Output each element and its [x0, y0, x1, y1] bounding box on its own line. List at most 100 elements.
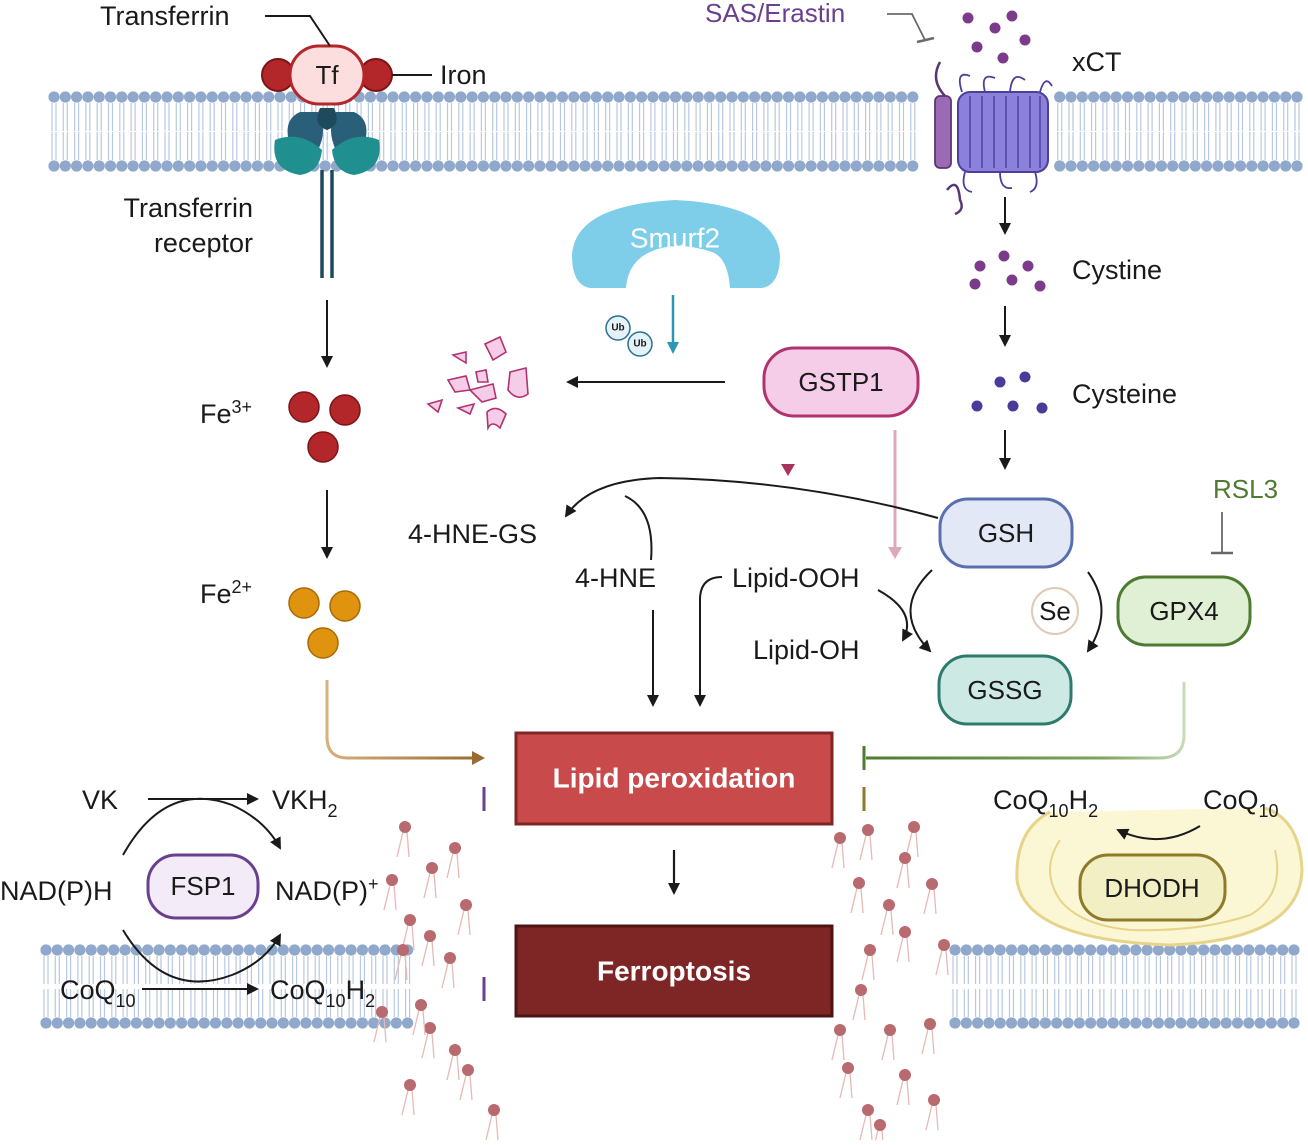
oxidized-lipid-head	[488, 1104, 500, 1116]
membrane-head	[1099, 91, 1111, 103]
oxidized-lipid-head	[424, 930, 436, 942]
membrane-head	[289, 1017, 301, 1029]
membrane-tail	[1257, 956, 1263, 984]
membrane-head	[771, 160, 783, 172]
membrane-head	[602, 91, 614, 103]
membrane-head	[1243, 944, 1255, 956]
membrane-head	[1201, 160, 1213, 172]
membrane-head	[1277, 944, 1289, 956]
oxidized-lipid-head	[404, 914, 416, 926]
membrane-head	[119, 1017, 131, 1029]
oxidized-lipid-head	[874, 1119, 886, 1131]
membrane-head	[466, 91, 478, 103]
membrane-tail	[424, 132, 430, 160]
membrane-tail	[1257, 989, 1263, 1017]
ubiquitin-1	[605, 315, 631, 341]
xct-label: xCT	[1072, 47, 1122, 77]
oxidized-lipid-tail	[396, 831, 410, 858]
membrane-tail	[1212, 956, 1218, 984]
membrane-head	[692, 91, 704, 103]
membrane-tail	[1178, 956, 1184, 984]
membrane-tail	[379, 132, 385, 160]
membrane-tail	[190, 956, 196, 984]
membrane-tail	[107, 132, 114, 160]
membrane-head	[398, 91, 410, 103]
oxidized-lipid-tail	[831, 1034, 845, 1061]
membrane-head	[311, 1017, 323, 1029]
membrane-head	[195, 160, 207, 172]
membrane-head	[1189, 160, 1201, 172]
membrane-head	[1231, 1017, 1244, 1029]
membrane-tail	[1124, 103, 1131, 131]
oxidized-lipid-head	[899, 852, 911, 864]
membrane-head	[624, 91, 636, 103]
fe2-ions	[288, 587, 361, 659]
lipid-peroxidation-box	[514, 731, 834, 826]
membrane-head	[1144, 160, 1156, 172]
membrane-tail	[1223, 956, 1229, 984]
membrane-tail	[51, 103, 57, 131]
ferroptosis-label: Ferroptosis	[597, 956, 751, 987]
membrane-tail	[1170, 132, 1176, 160]
membrane-tail	[785, 132, 792, 160]
membrane-tail	[99, 956, 106, 984]
membrane-tail	[1192, 132, 1198, 160]
membrane-tail	[1181, 132, 1187, 160]
membrane-head	[1220, 1017, 1232, 1029]
membrane-tail	[986, 956, 992, 984]
membrane-tail	[797, 103, 803, 131]
oxidized-lipid-head	[855, 984, 867, 996]
membrane-tail	[898, 132, 905, 160]
membrane-tail	[1223, 989, 1229, 1017]
membrane-tail	[774, 103, 780, 131]
membrane-head	[96, 1017, 109, 1029]
membrane-tail	[1068, 103, 1074, 131]
membrane-head	[402, 1017, 414, 1029]
membrane-head	[1130, 944, 1142, 956]
membrane-tail	[910, 132, 916, 160]
membrane-head	[669, 91, 682, 103]
membrane-head	[93, 160, 105, 172]
membrane-head	[489, 160, 501, 172]
membrane-tail	[130, 103, 136, 131]
membrane-head	[82, 160, 94, 172]
membrane-tail	[280, 989, 286, 1017]
membrane-head	[749, 160, 761, 172]
membrane-head	[794, 160, 806, 172]
membrane-tail	[1155, 989, 1161, 1017]
oxidized-lipid-head	[883, 899, 895, 911]
membrane-head	[96, 944, 109, 956]
membrane-head	[1280, 160, 1292, 172]
membrane-head	[1144, 91, 1156, 103]
membrane-head	[432, 160, 444, 172]
membrane-tail	[1246, 956, 1252, 984]
membrane-head	[116, 160, 128, 172]
membrane-tail	[1099, 989, 1105, 1017]
gsh-label: GSH	[978, 518, 1034, 548]
membrane-head	[368, 944, 380, 956]
membrane-head	[1065, 160, 1077, 172]
membrane-head	[40, 1017, 52, 1029]
membrane-tail	[232, 132, 238, 160]
membrane-tail	[164, 132, 170, 160]
oxidized-lipid-head	[899, 926, 911, 938]
cysteine-label: Cysteine	[1072, 379, 1177, 409]
membrane-tail	[277, 103, 283, 131]
membrane-tail	[153, 103, 159, 131]
membrane-tail	[390, 103, 396, 131]
membrane-tail	[235, 956, 241, 984]
membrane-tail	[1246, 989, 1252, 1017]
membrane-head	[1268, 160, 1280, 172]
membrane-head	[209, 944, 222, 956]
membrane-head	[1291, 91, 1303, 103]
transferrin-receptor-complex: Tf	[261, 44, 393, 278]
smurf2-node	[572, 200, 780, 288]
membrane-head	[116, 91, 128, 103]
membrane-head	[568, 91, 580, 103]
oxidized-lipid-tail	[383, 884, 397, 911]
membrane-tail	[1283, 103, 1289, 131]
oxidized-lipid-tail	[859, 1114, 873, 1141]
membrane-tail	[616, 132, 622, 160]
membrane-tail	[1079, 132, 1085, 160]
membrane-tail	[1237, 132, 1244, 160]
